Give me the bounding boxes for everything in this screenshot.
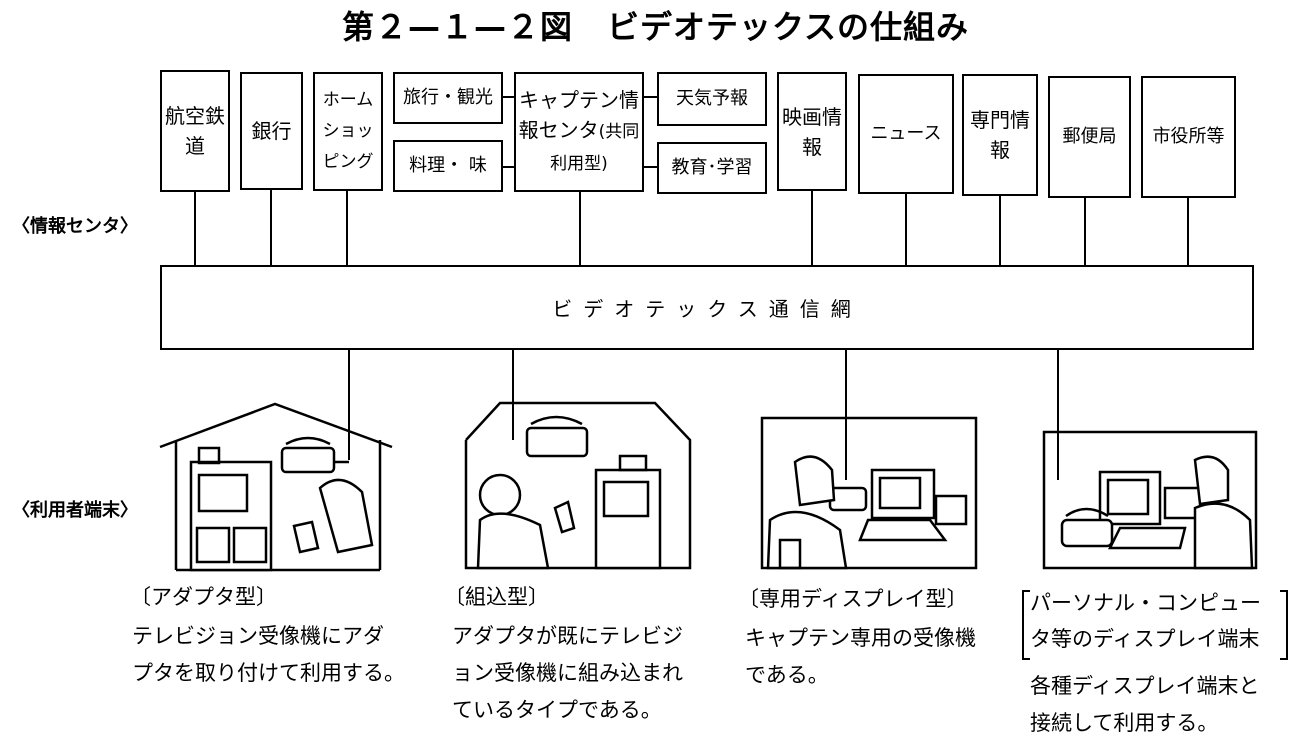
personal-computer-illustration bbox=[1044, 432, 1256, 568]
center-label: ホーム bbox=[323, 90, 374, 110]
desc-line: である。 bbox=[745, 657, 976, 694]
desc-line: ているタイプである。 bbox=[452, 692, 683, 729]
desc-line: プタを取り付けて利用する。 bbox=[132, 655, 405, 692]
terminal-desc-dedicated: キャプテン専用の受像機 である。 bbox=[745, 620, 976, 694]
terminal-type-built-in: 〔組込型〕 bbox=[444, 582, 549, 612]
terminal-type-pc-line2: タ等のディスプレイ端末 bbox=[1030, 624, 1260, 654]
bracket-right bbox=[1280, 590, 1288, 660]
center-travel-tourism: 旅行・観光 bbox=[393, 72, 503, 124]
desc-line: アダプタが既にテレビジ bbox=[452, 618, 683, 655]
center-airline-railway: 航空鉄道 bbox=[160, 70, 230, 192]
desc-line: 接続して利用する。 bbox=[1030, 705, 1260, 742]
center-label: 旅行・観光 bbox=[403, 87, 493, 108]
dedicated-display-illustration bbox=[762, 418, 976, 568]
center-label: 料理・ 味 bbox=[409, 155, 487, 176]
center-label: 銀行 bbox=[252, 119, 292, 143]
center-label: 郵便局 bbox=[1063, 126, 1117, 147]
center-label: 天気予報 bbox=[676, 88, 748, 109]
terminal-type-pc-line1: パーソナル・コンピュー bbox=[1030, 588, 1261, 618]
desc-line: 各種ディスプレイ端末と bbox=[1030, 668, 1260, 705]
house-tv-adapter-illustration bbox=[160, 404, 392, 570]
terminal-desc-built-in: アダプタが既にテレビジ ョン受像機に組み込まれ ているタイプである。 bbox=[452, 618, 683, 729]
center-label: ニュース bbox=[870, 123, 941, 144]
center-weather: 天気予報 bbox=[657, 72, 767, 126]
center-news: ニュース bbox=[858, 74, 954, 194]
desc-line: キャプテン専用の受像機 bbox=[745, 620, 976, 657]
center-post-office: 郵便局 bbox=[1048, 76, 1131, 198]
house-built-in-tv-illustration bbox=[466, 403, 690, 568]
terminal-type-adapter: 〔アダプタ型〕 bbox=[130, 582, 277, 612]
bracket-left bbox=[1022, 590, 1030, 660]
center-label: 専門 bbox=[970, 108, 1010, 132]
center-label: キャプテン bbox=[519, 88, 619, 112]
center-label: 航空 bbox=[165, 104, 205, 128]
terminal-desc-pc: 各種ディスプレイ端末と 接続して利用する。 bbox=[1030, 668, 1260, 742]
center-label: 市役所等 bbox=[1153, 126, 1225, 147]
center-label: 教育･学習 bbox=[672, 157, 753, 178]
desc-line: ョン受像機に組み込まれ bbox=[452, 655, 683, 692]
videotex-network: ビデオテックス通信網 bbox=[160, 265, 1254, 350]
terminal-desc-adapter: テレビジョン受像機にアダ プタを取り付けて利用する。 bbox=[132, 618, 405, 692]
desc-line: テレビジョン受像機にアダ bbox=[132, 618, 405, 655]
center-bank: 銀行 bbox=[240, 72, 303, 190]
network-label: ビデオテックス通信網 bbox=[552, 293, 861, 322]
center-movies: 映画情報 bbox=[777, 72, 847, 191]
center-cooking-taste: 料理・ 味 bbox=[393, 140, 503, 192]
center-captain-joint: キャプテン情報センタ(共同利用型) bbox=[514, 72, 644, 192]
center-specialized: 専門情報 bbox=[962, 74, 1038, 196]
center-home-shopping: ホームショッピング bbox=[313, 72, 383, 191]
center-label: ショッ bbox=[323, 121, 374, 141]
terminal-type-dedicated: 〔専用ディスプレイ型〕 bbox=[738, 584, 968, 614]
center-label: 映画 bbox=[782, 105, 822, 129]
center-label: ピング bbox=[323, 152, 374, 172]
center-city-hall: 市役所等 bbox=[1141, 76, 1236, 198]
center-education: 教育･学習 bbox=[657, 142, 767, 194]
